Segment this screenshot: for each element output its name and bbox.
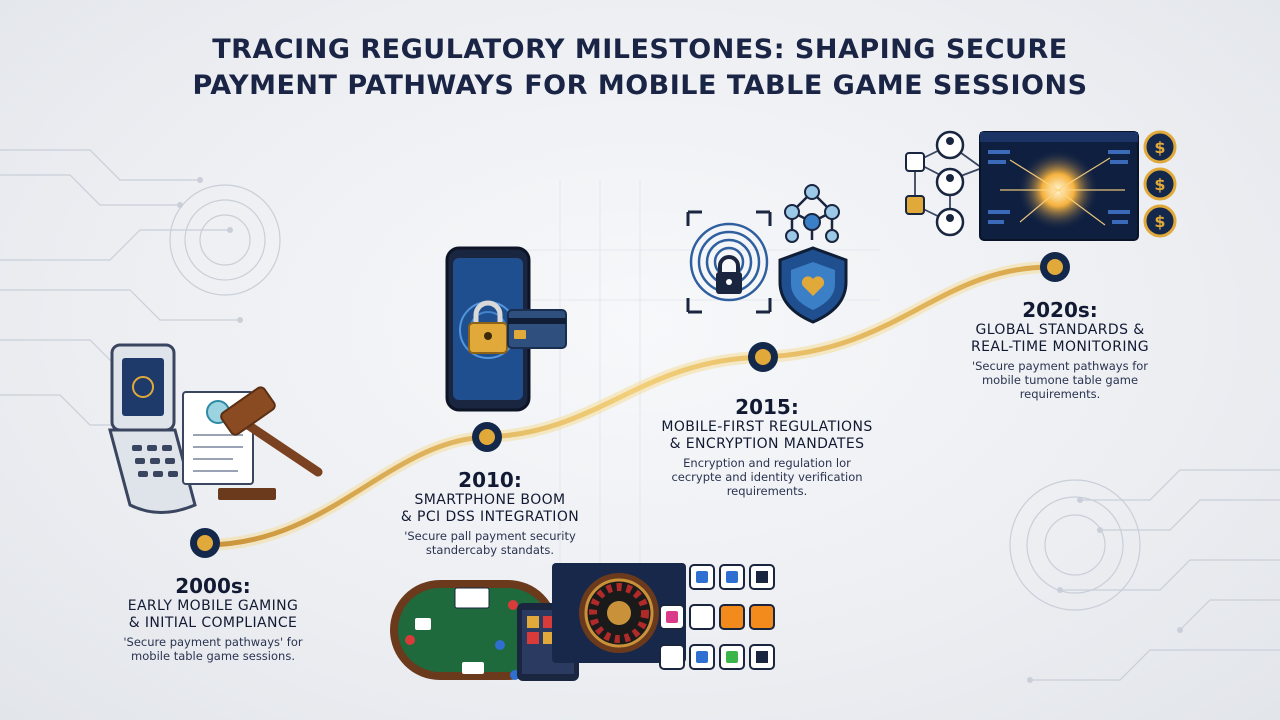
milestone-heading: SMARTPHONE BOOM [414, 492, 566, 508]
gavel-icon [218, 386, 323, 500]
milestone-2000s: 2000s: EARLY MOBILE GAMING & INITIAL COM… [98, 574, 328, 663]
coin-symbol: $ [1154, 138, 1165, 157]
milestone-heading: MOBILE-FIRST REGULATIONS [661, 419, 873, 435]
title-line-2: PAYMENT PATHWAYS FOR MOBILE TABLE GAME S… [192, 70, 1088, 101]
coin-symbol: $ [1154, 175, 1165, 194]
infographic-title: TRACING REGULATORY MILESTONES: SHAPING S… [80, 32, 1200, 104]
currency-coins-icon: $ $ $ [1143, 130, 1177, 238]
monitoring-dashboard-icon [979, 131, 1139, 241]
milestone-heading: GLOBAL STANDARDS & [975, 322, 1145, 338]
milestone-heading: REAL-TIME MONITORING [971, 339, 1149, 355]
roulette-screen-icon [552, 563, 686, 663]
shield-heart-icon [778, 246, 848, 324]
user-network-icon [905, 130, 983, 237]
milestone-2020s: 2020s: GLOBAL STANDARDS & REAL-TIME MONI… [940, 298, 1180, 401]
milestone-2010: 2010: SMARTPHONE BOOM & PCI DSS INTEGRAT… [380, 468, 600, 557]
milestone-heading: & PCI DSS INTEGRATION [400, 509, 580, 525]
timeline-node-2000s [190, 528, 220, 558]
milestone-heading: & INITIAL COMPLIANCE [128, 615, 298, 631]
timeline-path [199, 260, 1061, 551]
milestone-year: 2000s: [175, 574, 251, 598]
smartphone-padlock-icon [445, 246, 531, 412]
network-nodes-icon [784, 184, 840, 243]
app-icon-grid [659, 564, 775, 670]
milestone-heading: & ENCRYPTION MANDATES [669, 436, 865, 452]
milestone-year: 2010: [458, 468, 522, 492]
milestone-heading: EARLY MOBILE GAMING [127, 598, 299, 614]
fingerprint-lock-icon [686, 210, 772, 314]
title-line-1: TRACING REGULATORY MILESTONES: SHAPING S… [212, 34, 1068, 65]
poker-table-icon [390, 580, 558, 680]
credit-card-icon [507, 309, 567, 349]
coin-symbol: $ [1154, 212, 1165, 231]
milestone-year: 2015: [735, 395, 799, 419]
milestone-2015: 2015: MOBILE-FIRST REGULATIONS & ENCRYPT… [642, 395, 892, 498]
timeline-node-2015 [748, 342, 778, 372]
timeline-node-2010 [472, 422, 502, 452]
milestone-year: 2020s: [1022, 298, 1098, 322]
timeline-node-2020s [1040, 252, 1070, 282]
flip-phone-icon [108, 343, 197, 514]
